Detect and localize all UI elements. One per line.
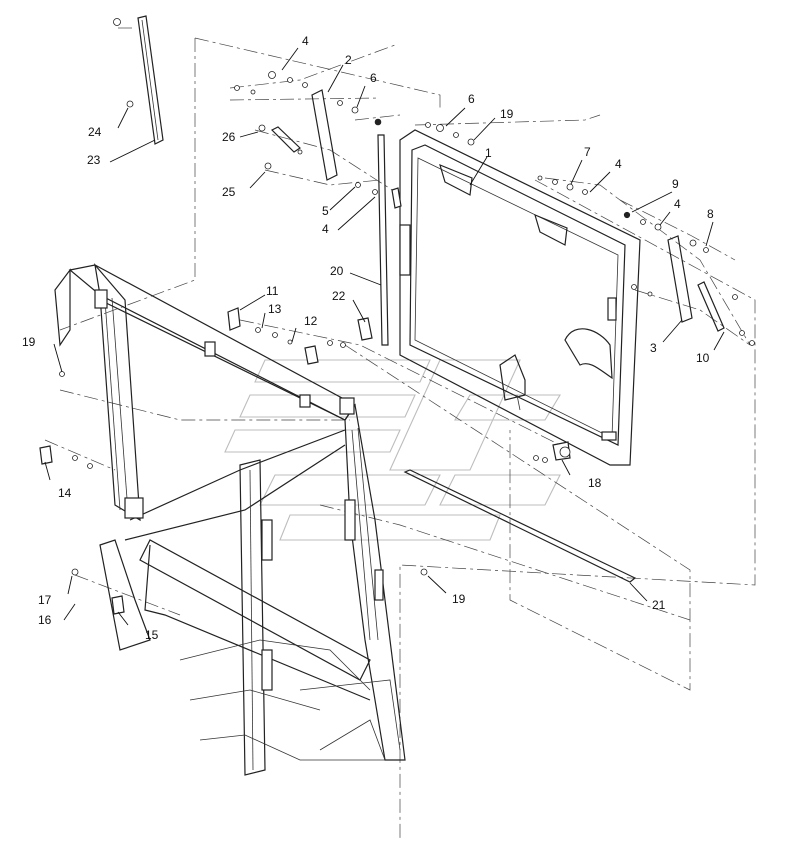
callout-20: 20	[330, 264, 344, 278]
fastener-hardware	[59, 18, 755, 576]
callout-14: 14	[58, 486, 72, 500]
trim-bar-23	[137, 15, 164, 145]
callout-16: 16	[38, 613, 52, 627]
callout-19-top: 19	[500, 107, 514, 121]
callout-11: 11	[266, 284, 279, 298]
callout-4-mid-left: 4	[322, 222, 329, 236]
callout-21: 21	[652, 598, 666, 612]
seal-strip-21	[403, 469, 637, 583]
callout-1: 1	[485, 146, 492, 160]
callout-4-right: 4	[674, 197, 681, 211]
callout-25: 25	[222, 185, 236, 199]
callout-13: 13	[268, 302, 282, 316]
seal-strip-20	[377, 134, 389, 346]
latch-hardware	[39, 187, 571, 615]
callout-8: 8	[707, 207, 714, 221]
callout-10: 10	[696, 351, 710, 365]
callout-4-mid-right: 4	[615, 157, 622, 171]
callout-4-top: 4	[302, 34, 309, 48]
callout-2: 2	[345, 53, 352, 67]
callout-6-right: 6	[468, 92, 475, 106]
callout-18: 18	[588, 476, 602, 490]
callout-26: 26	[222, 130, 236, 144]
callout-19-bottom: 19	[452, 592, 466, 606]
gas-strut-2	[311, 89, 338, 181]
callout-15: 15	[145, 628, 159, 642]
callout-17: 17	[38, 593, 52, 607]
callout-9: 9	[672, 177, 679, 191]
bracket-10	[697, 281, 725, 332]
bracket-26	[270, 126, 301, 153]
callout-5: 5	[322, 204, 329, 218]
callout-19-left: 19	[22, 335, 36, 349]
rear-window-assembly	[399, 129, 641, 466]
callout-leaders	[44, 47, 725, 626]
callout-7: 7	[584, 145, 591, 159]
callout-3: 3	[650, 341, 657, 355]
callout-24: 24	[88, 125, 102, 139]
gas-strut-3	[667, 235, 693, 323]
callout-6-left: 6	[370, 71, 377, 85]
callout-23: 23	[87, 153, 101, 167]
cab-frame	[54, 262, 406, 776]
callout-22: 22	[332, 289, 346, 303]
callout-12: 12	[304, 314, 318, 328]
phantom-lines	[44, 27, 756, 840]
callout-labels: 1 2 3 4 4 4 4 5 6 6 7 8 9 10 11 12 13 14…	[22, 34, 714, 642]
